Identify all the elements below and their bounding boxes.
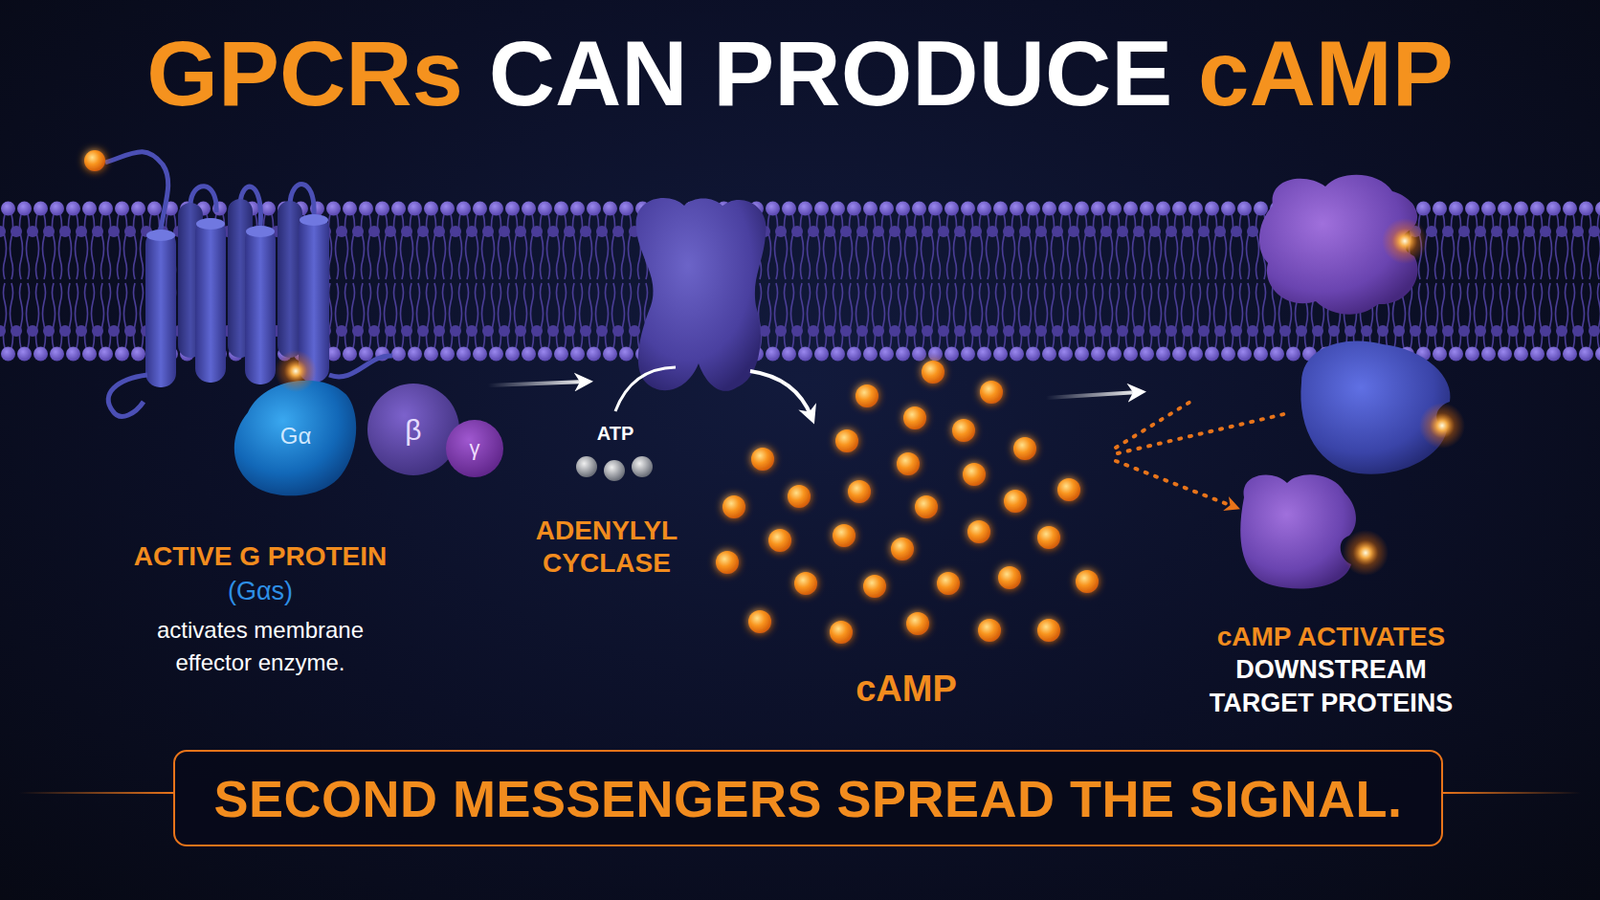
helix (244, 225, 276, 385)
caption-rule (19, 792, 174, 795)
enzyme-label: ADENYLYL CYCLASE (515, 514, 698, 580)
camp-cluster (715, 360, 1099, 645)
g-gamma-subunit: γ (445, 420, 504, 478)
helix-cap (196, 218, 225, 230)
protein-heading: ACTIVE G PROTEIN (107, 540, 414, 574)
ligand (84, 150, 106, 172)
title-text: GPCRs CAN PRODUCE cAMP (146, 22, 1454, 125)
description-text: activates membrane effector enzyme. (140, 614, 380, 680)
subunit-name: (Gαs) (164, 575, 356, 608)
title-row: GPCRs CAN PRODUCE cAMP (0, 22, 1600, 125)
messenger-label: cAMP (810, 667, 1002, 711)
dotted-leaders (1115, 401, 1289, 508)
atp-molecule (576, 456, 653, 482)
helix (298, 214, 330, 383)
intracellular-loop (108, 375, 148, 417)
subunit-outline (234, 380, 356, 497)
phosphate-ball (603, 460, 625, 482)
helix-cap (146, 229, 176, 242)
receptor-n-terminus (105, 152, 169, 230)
subunit-label: β (404, 414, 422, 446)
target-protein (1300, 340, 1450, 474)
activation-glow (1381, 218, 1428, 265)
subunit-outline (445, 420, 504, 478)
helix (145, 229, 177, 388)
flow-arrow (488, 381, 586, 386)
target-protein (1240, 474, 1356, 589)
adenylyl-cyclase (636, 198, 767, 392)
caption-text: SECOND MESSENGERS SPREAD THE SIGNAL. (213, 769, 1402, 829)
subunit-outline (367, 383, 460, 476)
g-beta-subunit: β (367, 383, 460, 476)
helix-cap (299, 214, 329, 226)
gpcr-receptor (84, 150, 393, 417)
reaction-arrow (750, 371, 812, 418)
caption-rule (1443, 792, 1581, 795)
effect-heading: cAMP ACTIVATES (1177, 621, 1485, 654)
activation-glow (1342, 530, 1389, 577)
activation-glow (1419, 402, 1466, 449)
c-terminal-tail (329, 355, 393, 378)
caption-box: SECOND MESSENGERS SPREAD THE SIGNAL. (173, 750, 1444, 847)
phosphate-ball (631, 456, 653, 478)
effect-text: DOWNSTREAM TARGET PROTEINS (1197, 653, 1466, 721)
flow-arrow (1045, 392, 1139, 399)
subunit-label: Gα (280, 423, 312, 449)
g-alpha-subunit: Gα (232, 371, 359, 502)
phosphate-ball (576, 456, 598, 478)
molecule-label: ATP (567, 422, 664, 445)
helix-cap (245, 225, 275, 238)
subunit-label: γ (469, 437, 481, 461)
reaction-arc (615, 367, 676, 412)
helix (195, 218, 226, 383)
